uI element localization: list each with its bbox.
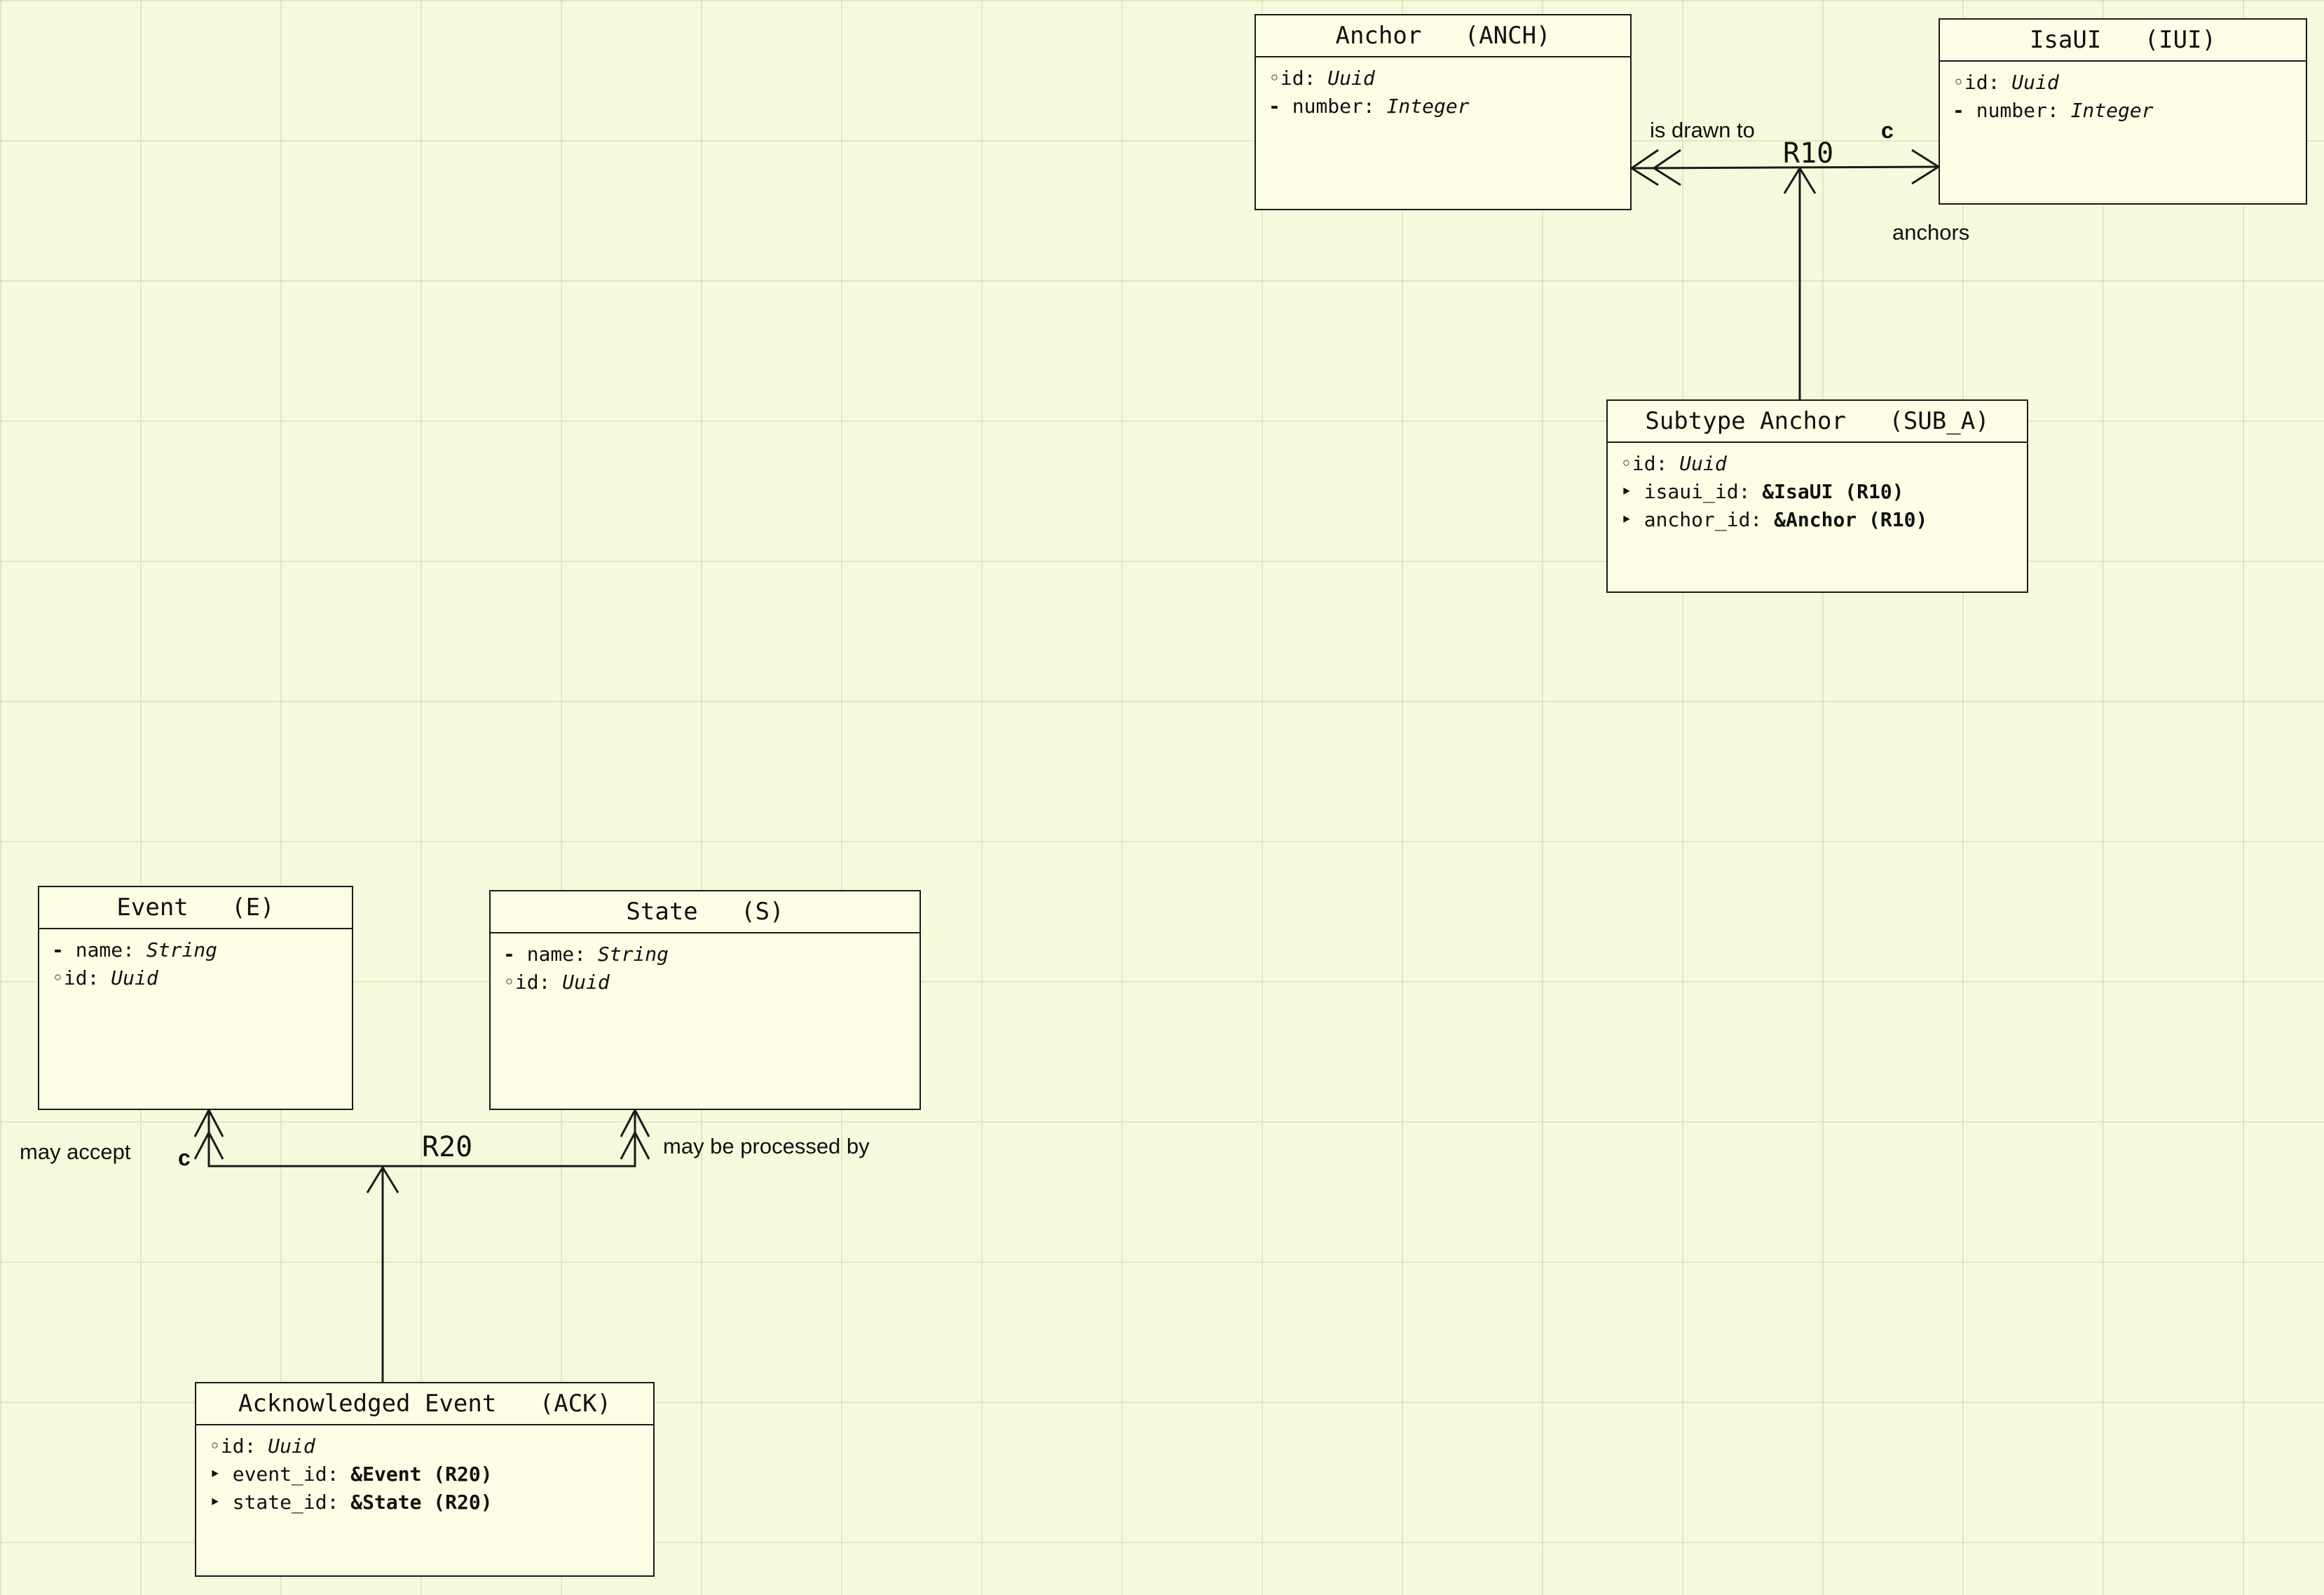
r20-conditional: c: [178, 1145, 191, 1170]
attribute-name: name:: [514, 943, 598, 966]
r20-phrase-may-accept: may accept: [20, 1139, 131, 1164]
class-isaui[interactable]: IsaUI (IUI) ◦id: Uuid - number: Integer: [1939, 18, 2307, 205]
class-title: State (S): [491, 891, 920, 933]
r20-event-arrow-inner: [193, 1130, 224, 1160]
r10-phrase-anchors: anchors: [1892, 220, 1970, 245]
attribute-marker: -: [52, 938, 64, 961]
attribute-row: - name: String: [503, 940, 920, 968]
attribute-name: id:: [220, 1435, 268, 1458]
r10-conditional: c: [1881, 118, 1894, 143]
attribute-row: ‣ isaui_id: &IsaUI (R10): [1620, 478, 2027, 506]
attribute-type: Uuid: [1679, 452, 1727, 475]
attribute-row: - name: String: [52, 936, 352, 964]
attribute-name: event_id:: [220, 1463, 351, 1486]
attribute-row: ◦id: Uuid: [1269, 64, 1630, 93]
class-title: Subtype Anchor (SUB_A): [1608, 401, 2027, 443]
attribute-row: ‣ state_id: &State (R20): [209, 1488, 653, 1517]
attribute-row: ◦id: Uuid: [209, 1432, 653, 1460]
attribute-marker: -: [1269, 95, 1280, 118]
r10-label: R10: [1783, 137, 1834, 170]
attribute-type: &IsaUI (R10): [1762, 480, 1904, 503]
attribute-row: - number: Integer: [1953, 97, 2306, 125]
class-title: Anchor (ANCH): [1256, 15, 1630, 57]
attribute-type: Uuid: [1327, 67, 1375, 90]
attribute-row: ◦id: Uuid: [503, 968, 920, 997]
r10-line: [1629, 165, 1939, 170]
class-title: Acknowledged Event (ACK): [196, 1383, 653, 1425]
attribute-name: isaui_id:: [1632, 480, 1763, 503]
r20-state-arrow-inner: [620, 1130, 650, 1160]
class-title: Event (E): [39, 887, 352, 929]
attribute-marker: ◦: [52, 966, 64, 990]
r10-assoc-arrow: [1783, 166, 1817, 194]
attribute-type: &Event (R20): [350, 1463, 493, 1486]
attribute-marker: ◦: [1953, 71, 1964, 94]
class-acknowledged-event[interactable]: Acknowledged Event (ACK) ◦id: Uuid ‣ eve…: [195, 1382, 655, 1577]
attribute-type: Uuid: [562, 971, 610, 994]
class-event[interactable]: Event (E) - name: String ◦id: Uuid: [38, 886, 353, 1110]
attribute-marker: ‣: [209, 1463, 221, 1486]
attribute-row: ◦id: Uuid: [1620, 450, 2027, 478]
r20-state-arrow-outer: [620, 1107, 650, 1137]
r20-assoc-arrow: [366, 1165, 399, 1193]
attribute-marker: -: [503, 943, 515, 966]
attribute-name: id:: [1280, 67, 1328, 90]
attribute-type: Uuid: [268, 1435, 315, 1458]
r20-label: R20: [422, 1131, 473, 1163]
attribute-row: ‣ event_id: &Event (R20): [209, 1460, 653, 1488]
attribute-marker: ◦: [1620, 452, 1632, 475]
attribute-marker: ‣: [209, 1491, 221, 1514]
attribute-row: ◦id: Uuid: [1953, 69, 2306, 97]
attribute-name: name:: [63, 938, 146, 961]
r10-anchor-arrow-outer: [1629, 149, 1659, 186]
class-title: IsaUI (IUI): [1940, 20, 2306, 62]
attribute-type: Integer: [2070, 99, 2154, 122]
r20-phrase-may-be-processed-by: may be processed by: [663, 1134, 870, 1158]
class-anchor[interactable]: Anchor (ANCH) ◦id: Uuid - number: Intege…: [1255, 14, 1632, 210]
attribute-name: state_id:: [220, 1491, 351, 1514]
attribute-type: &State (R20): [350, 1491, 493, 1514]
attribute-marker: -: [1953, 99, 1964, 122]
attribute-row: - number: Integer: [1269, 93, 1630, 121]
attribute-type: &Anchor (R10): [1774, 508, 1928, 531]
attribute-type: Integer: [1386, 95, 1470, 118]
class-state[interactable]: State (S) - name: String ◦id: Uuid: [489, 890, 921, 1110]
attribute-name: number:: [1280, 95, 1387, 118]
attribute-marker: ‣: [1620, 480, 1632, 503]
r10-phrase-is-drawn-to: is drawn to: [1650, 118, 1755, 142]
class-subtype-anchor[interactable]: Subtype Anchor (SUB_A) ◦id: Uuid ‣ isaui…: [1606, 399, 2028, 593]
attribute-type: Uuid: [2011, 71, 2059, 94]
attribute-type: Uuid: [111, 966, 158, 990]
attribute-type: String: [146, 938, 218, 961]
attribute-marker: ◦: [503, 971, 515, 994]
attribute-name: number:: [1964, 99, 2071, 122]
r20-line: [207, 1111, 636, 1168]
attribute-type: String: [597, 943, 669, 966]
r10-anchor-arrow-inner: [1652, 149, 1681, 186]
attribute-marker: ◦: [209, 1435, 221, 1458]
attribute-row: ‣ anchor_id: &Anchor (R10): [1620, 506, 2027, 534]
attribute-name: id:: [514, 971, 563, 994]
attribute-name: anchor_id:: [1632, 508, 1775, 531]
attribute-name: id:: [1632, 452, 1680, 475]
attribute-marker: ◦: [1269, 67, 1280, 90]
attribute-row: ◦id: Uuid: [52, 964, 352, 992]
attribute-name: id:: [1964, 71, 2012, 94]
attribute-marker: ‣: [1620, 508, 1632, 531]
attribute-name: id:: [63, 966, 111, 990]
r20-event-arrow-outer: [193, 1107, 224, 1137]
